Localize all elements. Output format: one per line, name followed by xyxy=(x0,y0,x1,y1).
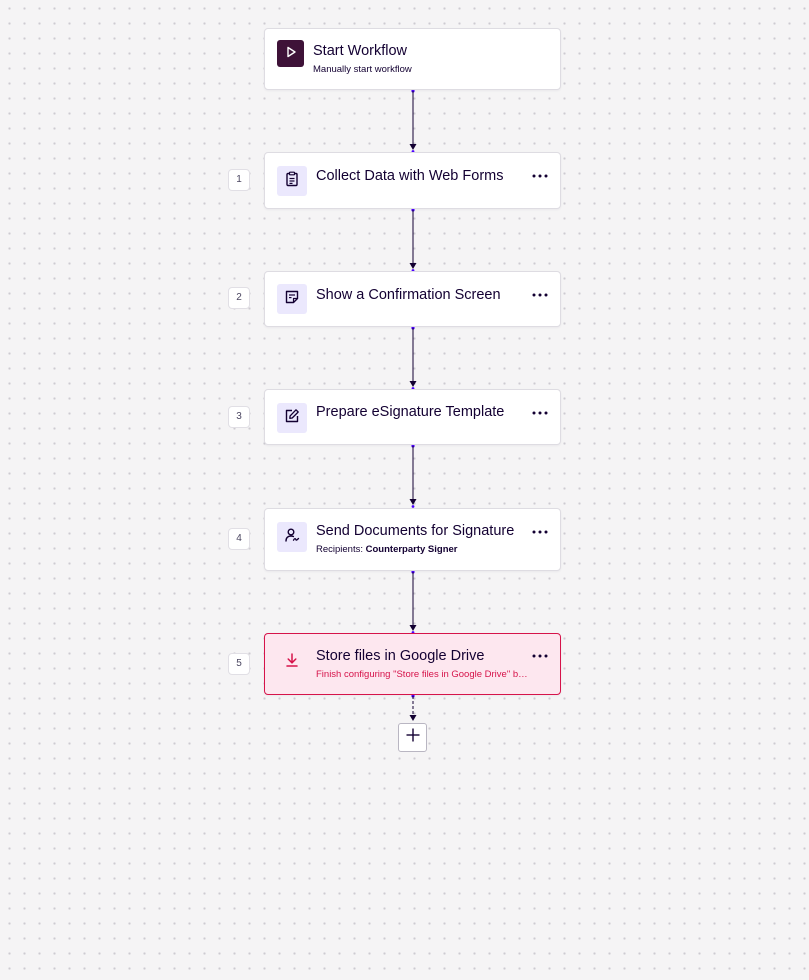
step-icon-tile xyxy=(277,522,307,552)
step-icon-tile xyxy=(277,284,307,314)
recipients-label: Recipients: xyxy=(316,544,366,555)
step-card-store-google-drive[interactable]: Store files in Google Drive Finish confi… xyxy=(264,633,561,695)
connector-step-2-to-step-3 xyxy=(409,326,417,390)
plus-icon xyxy=(405,727,421,748)
more-options-button[interactable] xyxy=(531,404,549,418)
more-options-button[interactable] xyxy=(531,167,549,181)
more-options-button[interactable] xyxy=(531,523,549,537)
step-number-badge-1: 1 xyxy=(228,169,250,191)
connector-step-5-to-add-step xyxy=(409,694,417,721)
start-workflow-card[interactable]: Start Workflow Manually start workflow xyxy=(264,28,561,90)
step-icon-tile xyxy=(277,647,307,677)
more-horizontal-icon xyxy=(532,165,548,183)
recipients-summary: Recipients: Counterparty Signer xyxy=(316,544,458,556)
step-title: Send Documents for Signature xyxy=(316,523,515,539)
start-workflow-title: Start Workflow xyxy=(313,43,408,59)
step-card-esignature-template[interactable]: Prepare eSignature Template xyxy=(264,389,561,445)
clipboard-form-icon xyxy=(284,171,300,192)
download-icon xyxy=(284,652,300,673)
more-horizontal-icon xyxy=(532,521,548,539)
connector-step-3-to-step-4 xyxy=(409,444,417,508)
step-card-confirmation-screen[interactable]: Show a Confirmation Screen xyxy=(264,271,561,327)
edit-document-icon xyxy=(284,408,300,429)
confirmation-note-icon xyxy=(284,289,300,310)
connector-trigger-to-step-1 xyxy=(409,89,417,153)
step-title: Collect Data with Web Forms xyxy=(316,168,504,184)
more-horizontal-icon xyxy=(532,402,548,420)
connector-step-4-to-step-5 xyxy=(409,570,417,634)
step-card-send-for-signature[interactable]: Send Documents for Signature Recipients:… xyxy=(264,508,561,571)
step-title: Store files in Google Drive xyxy=(316,648,485,664)
step-icon-tile xyxy=(277,403,307,433)
step-error-message: Finish configuring "Store files in Googl… xyxy=(316,669,528,680)
step-title: Show a Confirmation Screen xyxy=(316,287,501,303)
step-number-badge-3: 3 xyxy=(228,406,250,428)
play-icon xyxy=(285,45,297,63)
user-signature-icon xyxy=(284,527,300,548)
step-title: Prepare eSignature Template xyxy=(316,404,505,420)
more-options-button[interactable] xyxy=(531,286,549,300)
more-horizontal-icon xyxy=(532,284,548,302)
step-number-badge-4: 4 xyxy=(228,528,250,550)
step-icon-tile xyxy=(277,166,307,196)
step-card-collect-data[interactable]: Collect Data with Web Forms xyxy=(264,152,561,209)
recipients-value: Counterparty Signer xyxy=(365,544,458,555)
start-icon-tile xyxy=(277,40,304,67)
connector-step-1-to-step-2 xyxy=(409,208,417,272)
add-step-button[interactable] xyxy=(398,723,427,752)
more-options-button[interactable] xyxy=(531,647,549,661)
more-horizontal-icon xyxy=(532,645,548,663)
start-workflow-subtitle: Manually start workflow xyxy=(313,64,412,75)
step-number-badge-2: 2 xyxy=(228,287,250,309)
step-number-badge-5: 5 xyxy=(228,653,250,675)
